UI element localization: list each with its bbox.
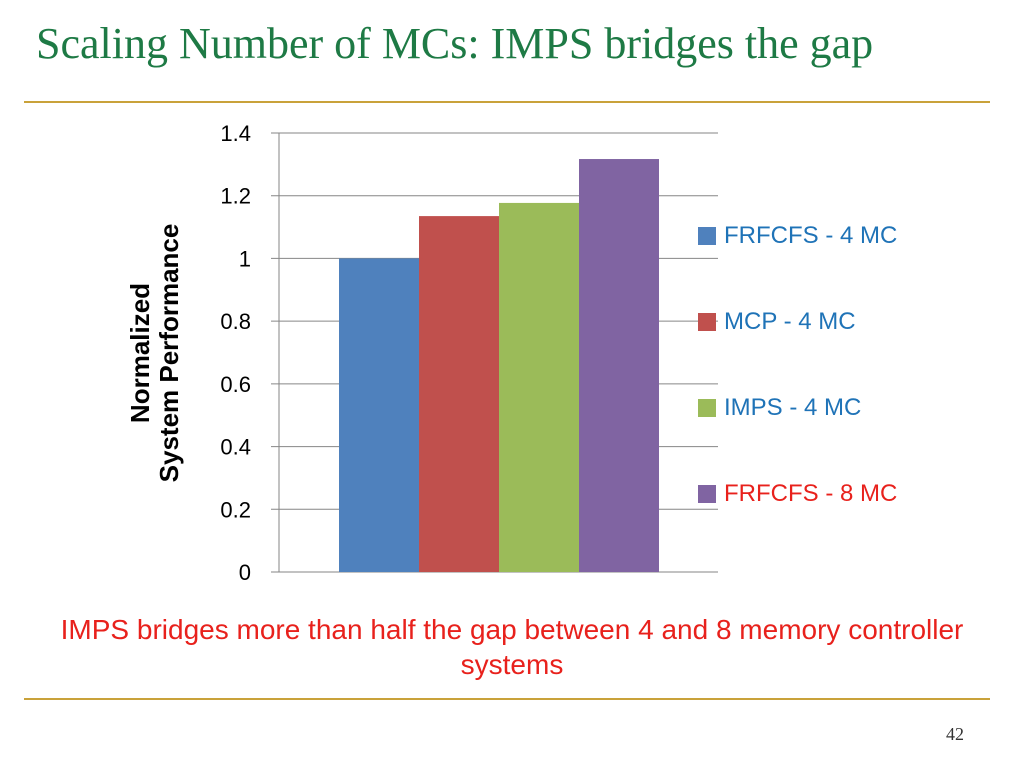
slide-caption: IMPS bridges more than half the gap betw… <box>60 614 964 680</box>
page-number: 42 <box>946 724 964 744</box>
bar-mcp-4-mc <box>419 216 499 572</box>
y-tick-label: 1.4 <box>220 121 251 146</box>
bottom-divider <box>24 698 990 700</box>
legend-label: IMPS - 4 MC <box>724 394 862 421</box>
bar-chart: 0 0.2 0.4 0.6 0.8 1 1.2 1.4 <box>220 121 718 585</box>
bar-frfcfs-4-mc <box>339 258 419 572</box>
y-tick-label: 0.2 <box>220 497 251 522</box>
bar-frfcfs-8-mc <box>579 159 659 572</box>
y-tick-label: 0.4 <box>220 435 251 460</box>
legend-label: MCP - 4 MC <box>724 308 856 335</box>
chart-legend: FRFCFS - 4 MC MCP - 4 MC IMPS - 4 MC FRF… <box>698 218 897 562</box>
y-tick-label: 0.6 <box>220 372 251 397</box>
y-axis-title-line-1: Normalized <box>124 282 155 424</box>
legend-label: FRFCFS - 4 MC <box>724 222 898 249</box>
legend-item-imps-4mc: IMPS - 4 MC <box>698 390 897 426</box>
y-axis-ticks: 0 0.2 0.4 0.6 0.8 1 1.2 1.4 <box>220 121 251 585</box>
legend-item-frfcfs-4mc: FRFCFS - 4 MC <box>698 218 897 254</box>
slide-title: Scaling Number of MCs: IMPS bridges the … <box>36 19 874 68</box>
legend-swatch <box>698 399 716 417</box>
legend-swatch <box>698 313 716 331</box>
legend-item-frfcfs-8mc: FRFCFS - 8 MC <box>698 476 897 512</box>
legend-item-mcp-4mc: MCP - 4 MC <box>698 304 897 340</box>
y-tick-label: 0.8 <box>220 309 251 334</box>
chart-bars <box>339 159 659 572</box>
y-tick-label: 1 <box>239 246 251 271</box>
legend-swatch <box>698 485 716 503</box>
legend-swatch <box>698 227 716 245</box>
y-axis-title-line-2: System Performance <box>154 223 184 483</box>
top-divider <box>24 101 990 103</box>
y-axis-title: Normalized System Performance <box>124 223 184 483</box>
legend-label: FRFCFS - 8 MC <box>724 480 898 507</box>
y-tick-label: 1.2 <box>220 184 251 209</box>
y-tick-label: 0 <box>239 560 251 585</box>
bar-imps-4-mc <box>499 202 579 572</box>
